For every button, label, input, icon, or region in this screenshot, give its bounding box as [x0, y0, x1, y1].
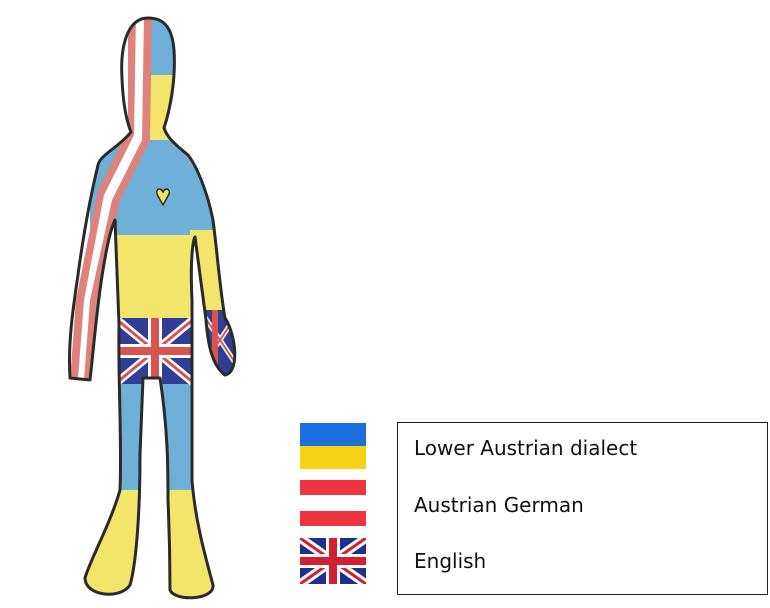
legend-label-lower-austrian-dialect: Lower Austrian dialect [414, 436, 637, 460]
legend-box: Lower Austrian dialect Austrian German E… [397, 422, 768, 595]
austria-flag-icon [300, 480, 366, 526]
legend-label-english: English [414, 549, 486, 573]
legend-label-austrian-german: Austrian German [414, 493, 584, 517]
union-jack-icon [300, 538, 366, 584]
ukraine-flag-icon [300, 423, 366, 469]
